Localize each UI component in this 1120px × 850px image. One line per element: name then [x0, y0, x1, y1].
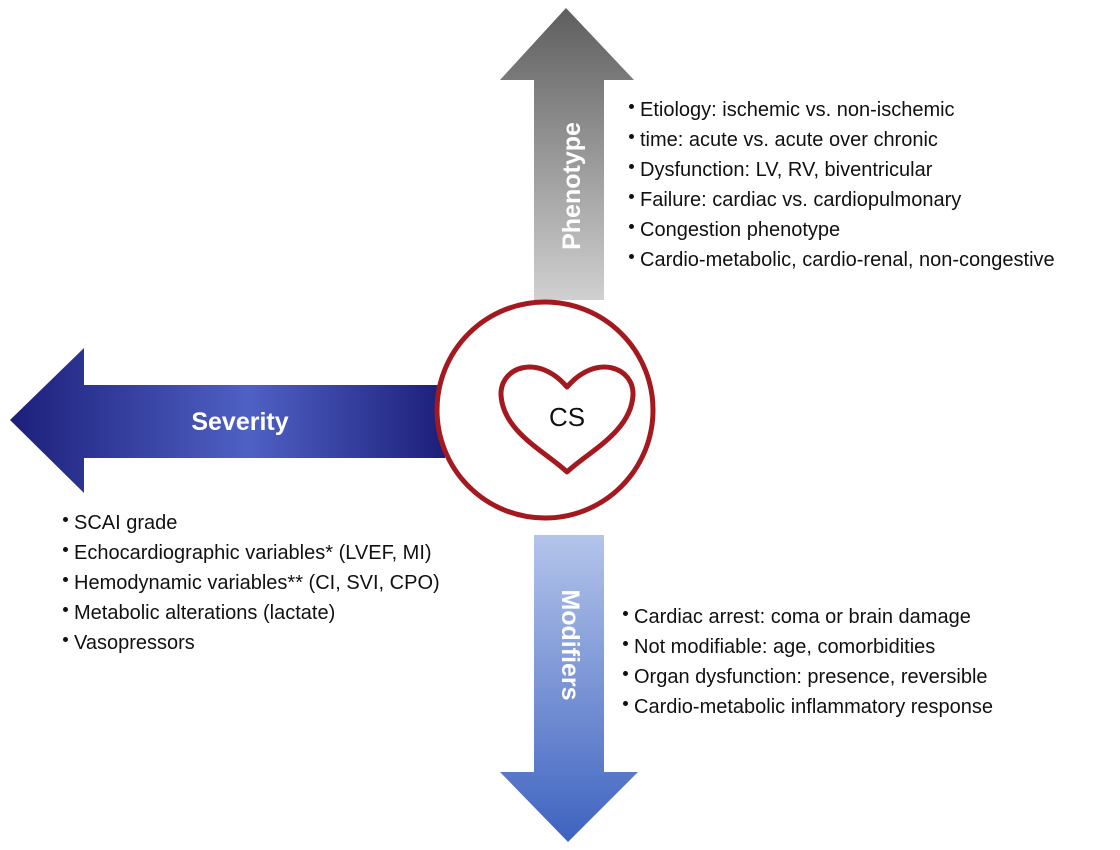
modifiers-arrow: Modifiers: [500, 535, 638, 842]
modifiers-arrow-label: Modifiers: [556, 589, 584, 700]
list-item: Cardio-metabolic, cardio-renal, non-cong…: [628, 245, 1055, 275]
phenotype-arrow-shape: [500, 8, 634, 300]
list-item: Dysfunction: LV, RV, biventricular: [628, 155, 1055, 185]
list-item: Etiology: ischemic vs. non-ischemic: [628, 95, 1055, 125]
list-item: Metabolic alterations (lactate): [62, 598, 440, 628]
severity-arrow-label: Severity: [191, 408, 288, 436]
modifiers-arrow-shape: [500, 535, 638, 842]
center-label: CS: [549, 402, 585, 432]
severity-arrow: Severity: [10, 348, 445, 493]
heart-icon: [498, 364, 636, 475]
severity-arrow-shape: [10, 348, 445, 493]
list-item: Cardiac arrest: coma or brain damage: [622, 602, 993, 632]
list-item: Vasopressors: [62, 628, 440, 658]
list-item: SCAI grade: [62, 508, 440, 538]
phenotype-list: Etiology: ischemic vs. non-ischemic time…: [628, 95, 1055, 275]
list-item: Organ dysfunction: presence, reversible: [622, 662, 993, 692]
center-node: CS: [434, 299, 656, 521]
phenotype-arrow: Phenotype: [500, 8, 634, 300]
center-circle: [434, 299, 656, 521]
modifiers-list: Cardiac arrest: coma or brain damage Not…: [622, 602, 993, 722]
list-item: Congestion phenotype: [628, 215, 1055, 245]
list-item: time: acute vs. acute over chronic: [628, 125, 1055, 155]
list-item: Echocardiographic variables* (LVEF, MI): [62, 538, 440, 568]
list-item: Failure: cardiac vs. cardiopulmonary: [628, 185, 1055, 215]
phenotype-arrow-label: Phenotype: [558, 122, 586, 250]
list-item: Cardio-metabolic inflammatory response: [622, 692, 993, 722]
list-item: Hemodynamic variables** (CI, SVI, CPO): [62, 568, 440, 598]
severity-list: SCAI grade Echocardiographic variables* …: [62, 508, 440, 658]
list-item: Not modifiable: age, comorbidities: [622, 632, 993, 662]
